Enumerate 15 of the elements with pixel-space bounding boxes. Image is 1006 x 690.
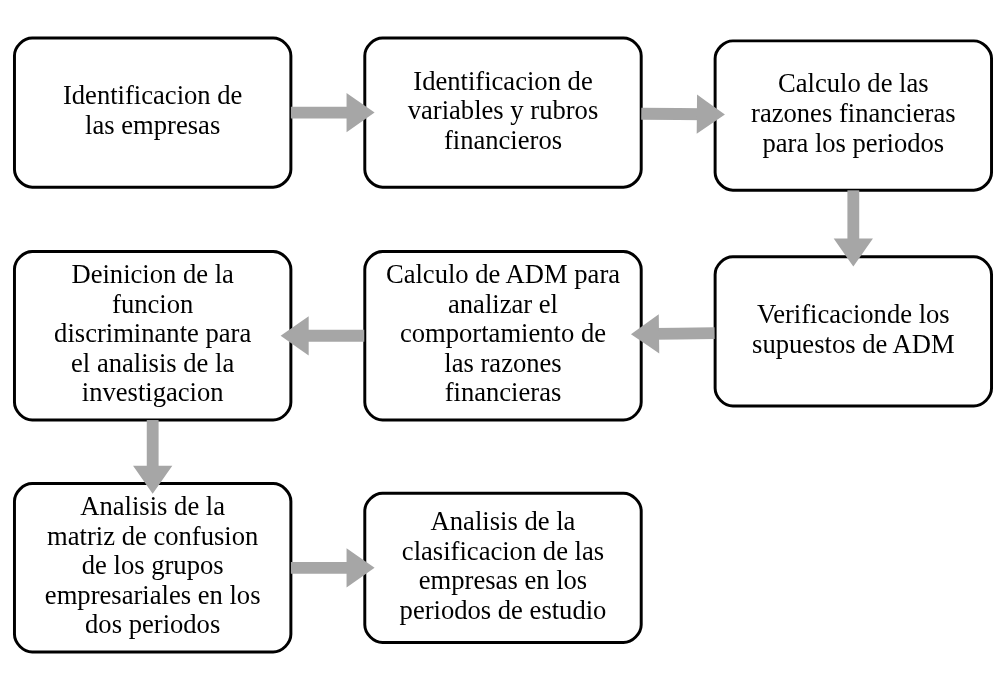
node-box: Deinicion de la funcion discriminante para el analisis de la investigacion (13, 250, 293, 422)
node-box: Identificacion de variables y rubros financieros (363, 36, 643, 189)
node-box: Analisis de la matriz de confusion de los grupos empresariales en los dos periodos (13, 482, 293, 654)
arrow (290, 92, 375, 133)
arrow (280, 316, 365, 356)
node-box: Calculo de ADM para analizar el comportamiento de las razones financieras (363, 250, 643, 422)
arrow (833, 190, 873, 267)
node-box: Verificacionde los supuestos de ADM (713, 255, 993, 408)
node-box: Calculo de las razones financieras para los periodos (713, 39, 993, 192)
arrow (133, 420, 173, 494)
arrow (630, 314, 715, 354)
arrow (641, 94, 725, 134)
node-box: Analisis de la clasificacion de las empresas en los periodos de estudio (363, 491, 643, 644)
arrow (290, 548, 375, 588)
node-box: Identificacion de las empresas (13, 36, 293, 189)
